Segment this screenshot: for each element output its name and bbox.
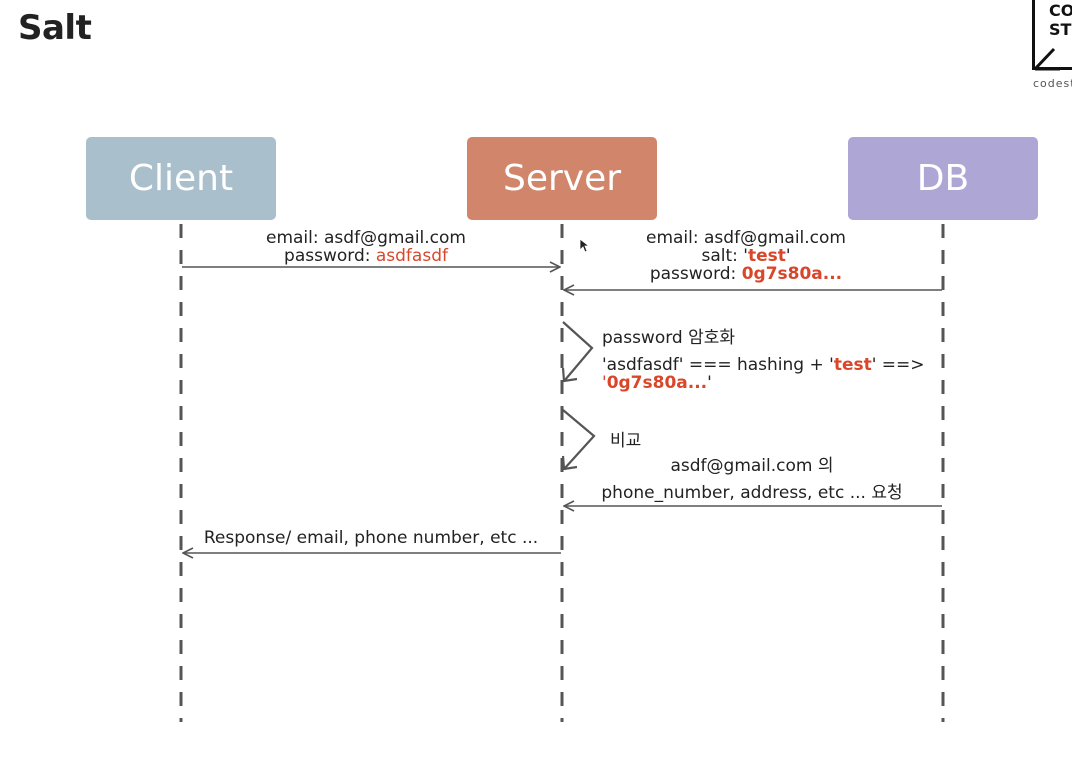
msg2-password: password: 0g7s80a... [650, 265, 842, 283]
msg3-line1: asdf@gmail.com 의 [670, 456, 834, 476]
self2-title: 비교 [610, 431, 642, 451]
msg1-password: password: asdfasdf [284, 247, 448, 265]
self-loop-compare [562, 409, 596, 469]
actor-server: Server [467, 137, 657, 220]
msg3-line2: phone_number, address, etc ... 요청 [601, 483, 903, 503]
self1-title: password 암호화 [602, 328, 736, 348]
msg2-password-label: password: [649, 264, 742, 284]
mouse-cursor-icon [579, 238, 589, 253]
msg2-salt-label: salt: ' [701, 246, 748, 266]
self1-expr-a: 'asdfasdf' === hashing + ' [602, 355, 834, 375]
msg2-salt-end: ' [785, 246, 791, 266]
logo-line-2: ST [1049, 20, 1072, 39]
actor-client-label: Client [128, 158, 234, 199]
codestates-logo: CO ST [1032, 0, 1072, 71]
logo-corner-icon [1033, 47, 1060, 71]
msg1-email: email: asdf@gmail.com [266, 228, 466, 248]
slide-title: Salt [18, 8, 92, 48]
actor-client: Client [86, 137, 276, 220]
self1-result: '0g7s80a...' [602, 374, 712, 392]
self1-expr-b: ' ==> [871, 355, 925, 375]
msg2-password-value: 0g7s80a... [741, 264, 843, 284]
self1-result-close: ' [707, 373, 712, 393]
msg2-salt-value: test [747, 246, 786, 266]
msg2-email: email: asdf@gmail.com [646, 228, 846, 248]
msg4-response: Response/ email, phone number, etc ... [203, 528, 539, 548]
self1-expr-salt: test [833, 355, 872, 375]
logo-line-1: CO [1049, 1, 1072, 20]
actor-db: DB [848, 137, 1038, 220]
msg1-password-label: password: [284, 246, 376, 266]
self1-expression: 'asdfasdf' === hashing + 'test' ==> [602, 356, 925, 374]
logo-caption: codest [1033, 77, 1072, 90]
self1-result-open: ' [602, 373, 607, 393]
actor-server-label: Server [502, 158, 622, 199]
msg1-password-value: asdfasdf [375, 246, 448, 266]
msg2-salt: salt: 'test' [701, 247, 790, 265]
actor-db-label: DB [916, 158, 970, 199]
self-loop-hash [562, 321, 594, 381]
self1-result-value: 0g7s80a... [606, 373, 708, 393]
